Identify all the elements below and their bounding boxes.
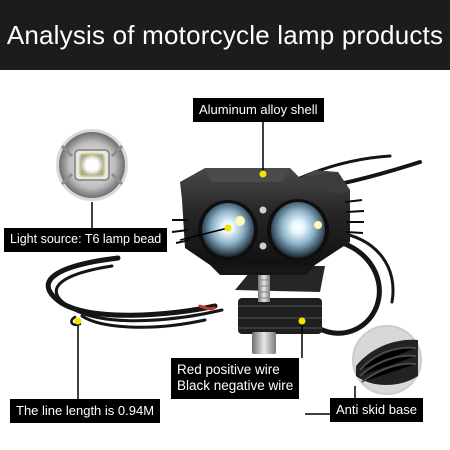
label-wires: Red positive wire Black negative wire	[171, 358, 300, 399]
led-bead-inset	[54, 127, 130, 203]
mount-bracket	[235, 266, 325, 354]
label-aluminum-shell: Aluminum alloy shell	[193, 98, 324, 123]
header-bar: Analysis of motorcycle lamp products	[0, 0, 450, 70]
label-light-source: Light source: T6 lamp bead	[4, 228, 168, 252]
label-red-wire: Red positive wire	[177, 362, 280, 377]
product-diagram: Aluminum alloy shell Light source: T6 la…	[0, 70, 450, 450]
label-line-length: The line length is 0.94M	[10, 399, 161, 424]
label-black-wire: Black negative wire	[177, 378, 294, 394]
anti-skid-inset	[350, 323, 424, 397]
lamp-lenses	[198, 199, 329, 261]
marker-dots	[74, 170, 306, 325]
page-title: Analysis of motorcycle lamp products	[6, 19, 444, 50]
product-illustration	[4, 122, 424, 416]
label-anti-skid-base: Anti skid base	[330, 398, 423, 423]
